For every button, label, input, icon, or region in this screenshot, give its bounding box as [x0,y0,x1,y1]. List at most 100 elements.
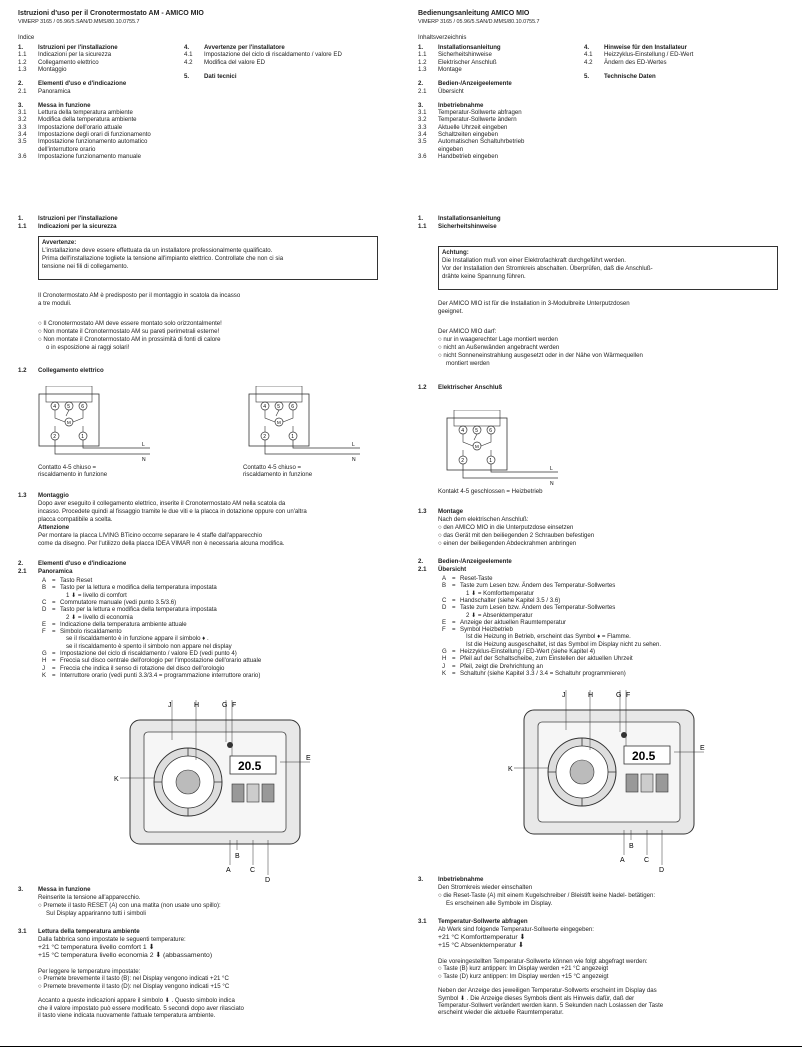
index-entry: Installationsanleitung [438,44,501,51]
section-title: Übersicht [438,566,467,573]
body-line: che il valore impostato può essere modif… [38,1004,244,1012]
body-line: Dalla fabbrica sono impostate le seguent… [38,936,186,943]
index-entry: Impostazione funzionamento automatico [38,138,148,146]
index-number: 4. [584,44,590,51]
section-title: Elementi d'uso e d'indicazione [38,560,127,567]
legend-equals: = [452,596,456,604]
legend-text: 2 ⬇ = livello di economia [66,613,133,621]
index-entry: Elementi d'uso e d'indicazione [38,80,127,88]
svg-text:K: K [508,766,513,773]
section-number: 3. [418,876,424,883]
index-entry: Übersicht [438,87,464,95]
section-title: Sicherheitshinweise [438,223,497,230]
index-entry: Impostazione degli orari di funzionament… [38,131,151,138]
legend-equals: = [452,648,456,655]
legend-key: J [42,664,46,672]
section-number: 3. [18,886,24,893]
index-number: 2.1 [18,87,27,95]
bullet-item: ○ Non montate il Cronotermostato AM in p… [38,336,221,343]
body-line: incasso. Procedete quindi al fissaggio t… [38,508,307,515]
index-entry: Sicherheitshinweise [438,51,492,59]
index-entry: Aktuelle Uhrzeit eingeben [438,123,508,131]
index-entry: Impostazione del ciclo di riscaldamento … [204,51,342,59]
legend-text: Handschalter (siehe Kapitel 3.5 / 3.6) [460,596,561,604]
index-number: 3.2 [418,116,427,124]
legend-key: C [442,596,447,604]
index-number: 5. [584,72,590,80]
svg-text:5: 5 [67,404,70,410]
section-number: 1.2 [18,367,27,374]
body-line: ○ Taste (D) kurz antippen: Im Display we… [438,972,609,980]
warning-line: tensione nei fili di collegamento. [42,263,129,270]
svg-text:G: G [222,702,227,709]
legend-text: Ist die Heizung ausgeschaltet, ist das S… [466,640,662,648]
body-line: placca compatibile a scelta. [38,516,113,523]
index-entry: Ändern des ED-Wertes [604,58,667,66]
svg-text:6: 6 [81,404,84,410]
wiring-diagram: 4 5 6 M 2 1 LN [248,386,360,462]
body-line: Accanto a queste indicazioni appare il s… [38,997,235,1005]
warning-title: Achtung: [442,249,469,256]
svg-text:2: 2 [461,458,464,464]
index-number: 2.1 [418,87,427,95]
warning-line: Vor der Installation den Stromkreis absc… [442,265,653,272]
svg-text:M: M [67,420,71,425]
svg-text:2: 2 [263,434,266,440]
index-number: 3.3 [18,123,27,131]
legend-text: Interruttore orario (vedi punti 3.3/3.4 … [60,671,261,679]
legend-equals: = [52,620,56,628]
bullet-item: ○ einen der beiliegenden Abdeckrahmen an… [438,540,577,547]
index-entry: Impostazione funzionamento manuale [38,152,141,160]
bullet-item: o in esposizione ai raggi solari! [46,344,130,351]
section-number: 1. [418,215,424,222]
index-number: 1.2 [418,58,427,66]
legend-key: B [42,584,47,592]
index-entry: Indicazioni per la sicurezza [38,51,112,59]
section-title: Panoramica [38,568,73,575]
legend-equals: = [452,582,456,590]
body-line: ○ Taste (B) kurz antippen: Im Display we… [438,965,609,973]
section-number: 2.1 [18,568,27,575]
index-number: 3.6 [18,152,27,160]
section-number: 3.1 [18,928,27,935]
body-line: Es erscheinen alle Symbole im Display. [446,900,553,907]
bullet-item: ○ nicht Sonneneinstrahlung ausgesetzt od… [438,352,643,359]
legend-equals: = [452,575,456,582]
legend-key: G [442,648,447,655]
legend-key: A [42,577,47,584]
body-line: Reinserite la tensione all'apparecchio. [38,894,141,901]
svg-text:5: 5 [475,428,478,434]
bullet-item: ○ nur in waagerechter Lage montiert werd… [438,336,558,343]
index-entry: Automatischen Schaltuhrbetrieb [438,138,525,146]
diagram-caption: Contatto 4-5 chiuso = [243,464,302,471]
wiring-diagram: 4 5 6 M 2 1 LN [446,410,558,486]
svg-text:H: H [588,692,593,699]
legend-key: E [42,620,47,628]
index-title: Indice [18,34,35,41]
index-number: 4.1 [184,51,193,59]
attention-title: Attenzione [38,524,70,531]
legend-text: Indicazione della temperatura ambiente a… [60,620,187,628]
legend-text: Freccia che indica il senso di rotazione… [60,664,225,672]
svg-text:H: H [194,702,199,709]
index-entry: Istruzioni per l'installazione [38,44,118,51]
index-number: 1.2 [18,58,27,66]
index-entry: Montaggio [38,65,67,73]
legend-text: Impostazione del ciclo di riscaldamento … [60,650,237,657]
index-entry: Messa in funzione [38,101,91,109]
legend-key: C [42,598,47,606]
section-number: 1.1 [18,223,27,230]
svg-text:F: F [626,692,630,699]
bullet-item: ○ Non montate il Cronotermostato AM su p… [38,328,220,335]
body-line: erscheint wieder die aktuelle Raumtemper… [438,1009,564,1017]
section-number: 3.1 [418,918,427,925]
doc-title: Bedienungsanleitung AMICO MIO [418,10,530,17]
legend-text: Symbol Heizbetrieb [460,626,513,634]
svg-text:1: 1 [489,458,492,464]
legend-equals: = [452,604,456,612]
body-line: Nach dem elektrischen Anschluß: [438,516,529,523]
svg-text:4: 4 [461,428,464,434]
diagram-caption: riscaldamento in funzione [38,471,108,478]
warning-box: Achtung: Die Installation muß von einer … [438,246,778,290]
bullet-item: ○ den AMICO MIO in die Unterputzdose ein… [438,524,574,531]
